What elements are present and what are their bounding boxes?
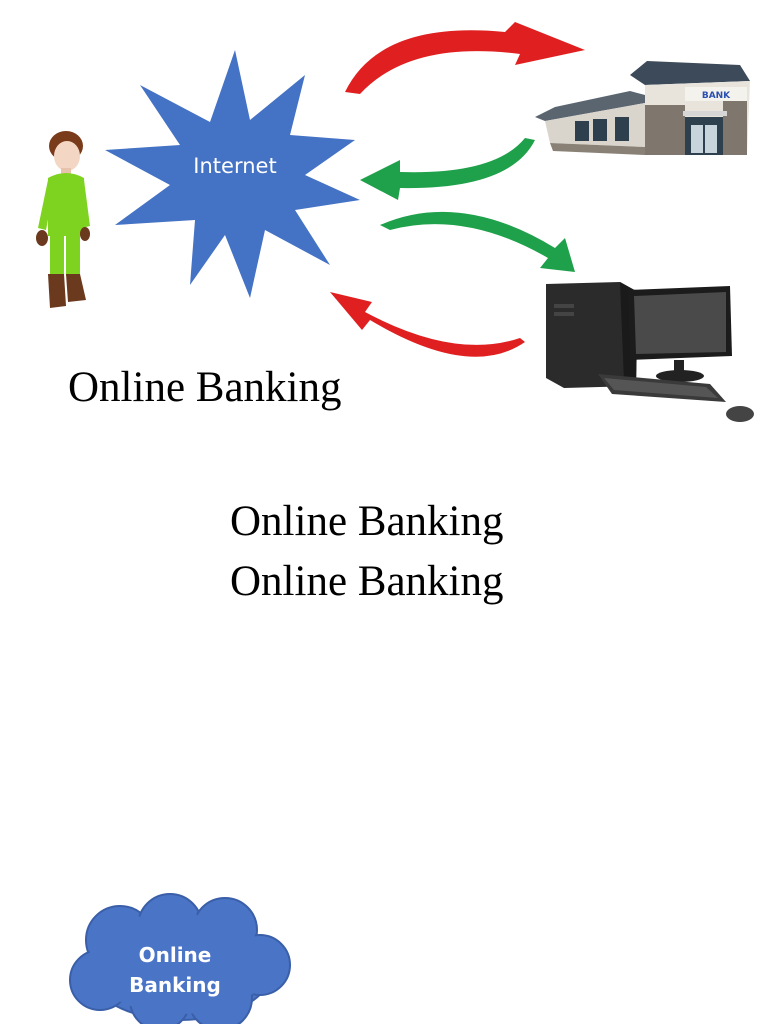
title-line-1: Online Banking: [230, 498, 504, 545]
red-arrow-to-bank: [345, 22, 585, 94]
bank-sign-text: BANK: [702, 91, 731, 101]
arrows-layer: [330, 22, 585, 357]
green-arrow-to-internet: [360, 138, 535, 200]
online-banking-cloud: [69, 893, 291, 1024]
desktop-computer: [546, 282, 754, 422]
starburst-shape: [105, 50, 360, 298]
cloud-label: Online Banking: [90, 940, 260, 1000]
internet-starburst: [105, 50, 360, 298]
person-avatar: [36, 131, 90, 308]
red-arrow-to-internet: [330, 292, 525, 357]
green-arrow-to-computer: [380, 211, 575, 272]
title-line-2: Online Banking: [230, 558, 504, 605]
bank-building: BANK: [535, 61, 750, 155]
cloud-label-line-2: Banking: [129, 973, 221, 997]
internet-label: Internet: [193, 154, 277, 178]
cloud-label-line-1: Online: [138, 943, 212, 967]
caption-online-banking: Online Banking: [68, 364, 342, 411]
